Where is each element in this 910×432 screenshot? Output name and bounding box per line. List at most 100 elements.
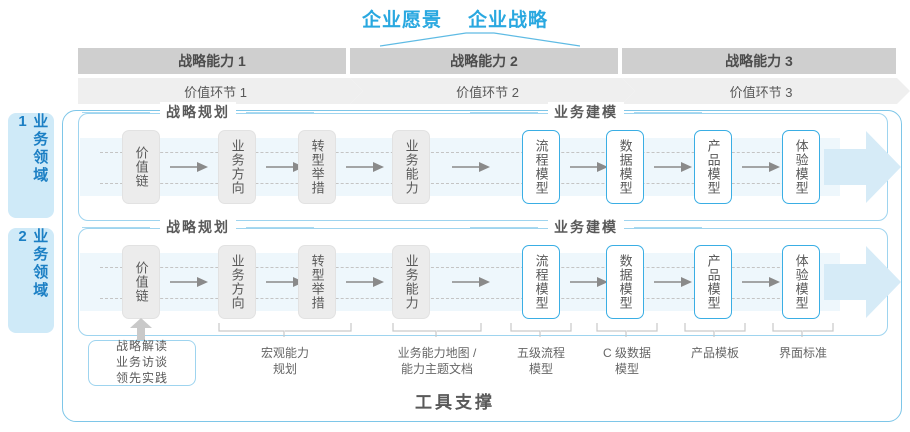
arrow-icon-r2-1 bbox=[170, 277, 208, 287]
tool-label-product-template: 产品模板 bbox=[675, 345, 755, 361]
node-label: 数据模型 bbox=[617, 254, 633, 310]
row-1-section-modeling-label: 业务建模 bbox=[548, 102, 624, 122]
node-transformation-r2[interactable]: 转型举措 bbox=[298, 245, 336, 319]
tool-highlight-box[interactable]: 战略解读 业务访谈 领先实践 bbox=[88, 339, 196, 386]
node-label: 体验模型 bbox=[793, 254, 809, 310]
node-label: 数据模型 bbox=[617, 139, 633, 195]
node-label: 价值链 bbox=[133, 261, 149, 303]
node-process-model-r1[interactable]: 流程模型 bbox=[522, 130, 560, 204]
row-2-flow-arrow-icon bbox=[824, 246, 901, 318]
side-label-domain-2: 业务领域 2 bbox=[8, 228, 54, 333]
arrow-icon-r2-4 bbox=[452, 277, 490, 287]
tool-label-line: 宏观能力 bbox=[260, 346, 309, 360]
side-label-domain-1-text: 业务领域 1 bbox=[14, 113, 49, 185]
row-1-dashed-track bbox=[100, 152, 820, 184]
value-link-cell-1: 价值环节 1 bbox=[78, 78, 363, 104]
arrow-icon-up-to-value-chain bbox=[130, 318, 152, 342]
title-connector-peak bbox=[380, 32, 580, 47]
section-line-right bbox=[246, 226, 314, 228]
value-link-label-3: 价值环节 3 bbox=[729, 84, 793, 100]
section-line-left bbox=[82, 226, 150, 228]
arrow-icon-r2-6 bbox=[654, 277, 692, 287]
tool-label-capability-map: 业务能力地图 / 能力主题文档 bbox=[362, 345, 512, 377]
value-link-label-2: 价值环节 2 bbox=[456, 84, 519, 100]
value-link-row: 价值环节 1 价值环节 2 价值环节 3 bbox=[78, 78, 910, 104]
node-label: 业务方向 bbox=[229, 139, 245, 195]
section-line-left bbox=[470, 111, 538, 113]
tool-highlight-line-1: 战略解读 bbox=[115, 339, 168, 354]
arrow-icon-r2-3 bbox=[346, 277, 384, 287]
capability-cell-2: 战略能力 2 bbox=[350, 48, 618, 74]
section-line-right bbox=[246, 111, 314, 113]
node-value-chain-r2[interactable]: 价值链 bbox=[122, 245, 160, 319]
bracket-product-template bbox=[684, 323, 746, 337]
node-label: 流程模型 bbox=[533, 139, 549, 195]
value-link-cell-3: 价值环节 3 bbox=[622, 78, 910, 104]
tool-highlight-line-3: 领先实践 bbox=[115, 370, 168, 385]
value-link-cell-2: 价值环节 2 bbox=[350, 78, 635, 104]
node-label: 产品模型 bbox=[705, 139, 721, 195]
bracket-c-level-data bbox=[596, 323, 658, 337]
side-label-domain-2-text: 业务领域 2 bbox=[14, 228, 49, 300]
capability-cell-1: 战略能力 1 bbox=[78, 48, 346, 74]
node-label: 转型举措 bbox=[309, 254, 325, 310]
capability-cell-3: 战略能力 3 bbox=[622, 48, 896, 74]
title-enterprise-strategy: 企业战略 bbox=[468, 9, 549, 31]
arrow-icon-r1-5 bbox=[570, 162, 608, 172]
arrow-icon-r1-6 bbox=[654, 162, 692, 172]
bracket-ui-standard bbox=[772, 323, 834, 337]
node-product-model-r2[interactable]: 产品模型 bbox=[694, 245, 732, 319]
node-business-capability-r1[interactable]: 业务能力 bbox=[392, 130, 430, 204]
node-label: 业务方向 bbox=[229, 254, 245, 310]
node-data-model-r1[interactable]: 数据模型 bbox=[606, 130, 644, 204]
node-transformation-r1[interactable]: 转型举措 bbox=[298, 130, 336, 204]
node-label: 业务能力 bbox=[403, 139, 419, 195]
section-line-right bbox=[634, 226, 702, 228]
tool-label-line: 规划 bbox=[272, 362, 297, 377]
bracket-macro-capability bbox=[218, 323, 352, 337]
arrow-icon-r1-1 bbox=[170, 162, 208, 172]
node-product-model-r1[interactable]: 产品模型 bbox=[694, 130, 732, 204]
tool-support-title: 工具支撑 bbox=[415, 393, 495, 412]
bracket-capability-map bbox=[392, 323, 482, 337]
tool-label-line: 业务能力地图 / bbox=[397, 346, 477, 360]
arrow-icon-r2-7 bbox=[742, 277, 780, 287]
arrow-icon-r1-4 bbox=[452, 162, 490, 172]
tool-label-line: C 级数据 bbox=[602, 346, 651, 360]
row-1-section-planning: 战略规划 bbox=[82, 102, 314, 122]
arrow-icon-r1-7 bbox=[742, 162, 780, 172]
tool-label-c-level-data: C 级数据 模型 bbox=[587, 345, 667, 377]
node-label: 体验模型 bbox=[793, 139, 809, 195]
row-2-section-modeling: 业务建模 bbox=[470, 217, 702, 237]
node-value-chain-r1[interactable]: 价值链 bbox=[122, 130, 160, 204]
value-link-label-1: 价值环节 1 bbox=[184, 84, 247, 100]
node-business-direction-r1[interactable]: 业务方向 bbox=[218, 130, 256, 204]
tool-label-line: 模型 bbox=[528, 362, 553, 377]
section-line-left bbox=[82, 111, 150, 113]
tool-label-line: 能力主题文档 bbox=[400, 362, 473, 377]
tool-label-line: 模型 bbox=[614, 362, 639, 377]
strategic-capability-row: 战略能力 1 战略能力 2 战略能力 3 bbox=[78, 48, 896, 74]
tool-label-line: 界面标准 bbox=[778, 346, 827, 360]
tool-label-macro-capability: 宏观能力 规划 bbox=[235, 345, 335, 377]
tool-support-container bbox=[62, 110, 902, 422]
bracket-five-level-process bbox=[510, 323, 572, 337]
row-1-flow-arrow-icon bbox=[824, 131, 901, 203]
row-2-section-modeling-label: 业务建模 bbox=[548, 217, 624, 237]
row-2-section-planning: 战略规划 bbox=[82, 217, 314, 237]
arrow-icon-r2-5 bbox=[570, 277, 608, 287]
section-line-right bbox=[634, 111, 702, 113]
title-enterprise-vision: 企业愿景 bbox=[361, 9, 442, 31]
node-data-model-r2[interactable]: 数据模型 bbox=[606, 245, 644, 319]
node-business-direction-r2[interactable]: 业务方向 bbox=[218, 245, 256, 319]
side-label-domain-1: 业务领域 1 bbox=[8, 113, 54, 218]
arrow-icon-r1-3 bbox=[346, 162, 384, 172]
node-experience-model-r1[interactable]: 体验模型 bbox=[782, 130, 820, 204]
node-process-model-r2[interactable]: 流程模型 bbox=[522, 245, 560, 319]
section-line-left bbox=[470, 226, 538, 228]
tool-highlight-text: 战略解读 业务访谈 领先实践 bbox=[116, 339, 168, 386]
tool-label-five-level-process: 五级流程 模型 bbox=[501, 345, 581, 377]
node-experience-model-r2[interactable]: 体验模型 bbox=[782, 245, 820, 319]
node-business-capability-r2[interactable]: 业务能力 bbox=[392, 245, 430, 319]
